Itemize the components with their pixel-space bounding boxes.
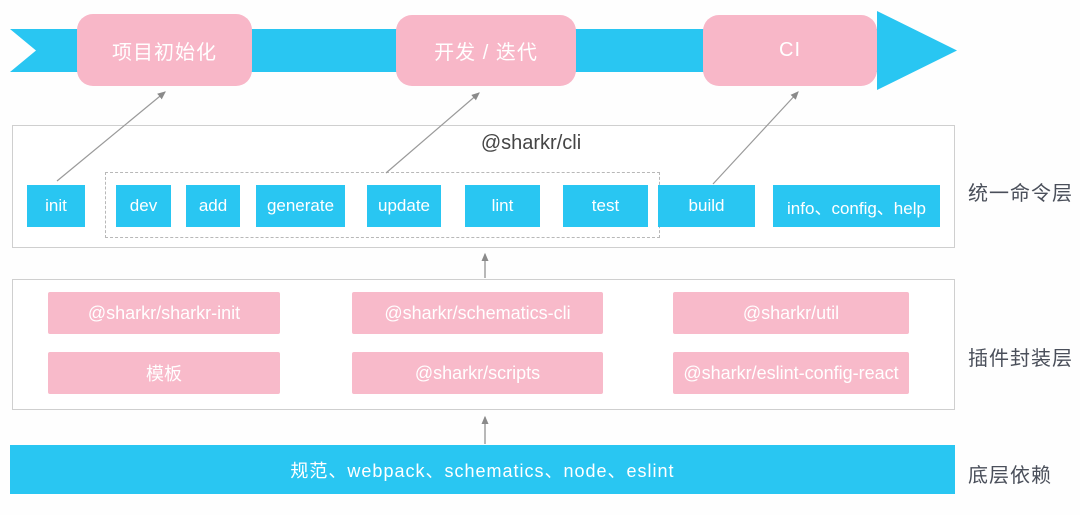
stage-box-ci: CI xyxy=(703,15,877,86)
stage-label-project-init: 项目初始化 xyxy=(112,41,217,64)
package-box-eslint-config-react: @sharkr/eslint-config-react xyxy=(673,352,909,394)
command-chip-add: add xyxy=(186,185,240,227)
command-chip-update: update xyxy=(367,185,441,227)
layer-label-unified-command: 统一命令层 xyxy=(968,183,1073,205)
package-box-sharkr-init: @sharkr/sharkr-init xyxy=(48,292,280,334)
stage-label-ci: CI xyxy=(779,39,801,61)
command-chip-lint: lint xyxy=(465,185,540,227)
package-box-schematics-cli: @sharkr/schematics-cli xyxy=(352,292,603,334)
stage-box-project-init: 项目初始化 xyxy=(77,14,252,86)
stage-label-dev-iterate: 开发 / 迭代 xyxy=(434,42,538,64)
command-chip-build: build xyxy=(658,185,755,227)
package-box-scripts: @sharkr/scripts xyxy=(352,352,603,394)
command-chip-dev: dev xyxy=(116,185,171,227)
stage-box-dev-iterate: 开发 / 迭代 xyxy=(396,15,576,86)
package-box-util: @sharkr/util xyxy=(673,292,909,334)
flow-arrowhead-icon xyxy=(877,11,957,90)
command-chip-generate: generate xyxy=(256,185,345,227)
dependency-bar: 规范、webpack、schematics、node、eslint xyxy=(10,445,955,494)
command-layer-title: @sharkr/cli xyxy=(480,132,582,154)
package-box-template: 模板 xyxy=(48,352,280,394)
command-chip-init: init xyxy=(27,185,85,227)
dependency-bar-text: 规范、webpack、schematics、node、eslint xyxy=(290,460,675,481)
command-chip-info-config-help: info、config、help xyxy=(773,185,940,227)
layer-label-plugin-wrapper: 插件封装层 xyxy=(968,348,1073,370)
command-chip-test: test xyxy=(563,185,648,227)
layer-label-dependency: 底层依赖 xyxy=(968,465,1052,487)
